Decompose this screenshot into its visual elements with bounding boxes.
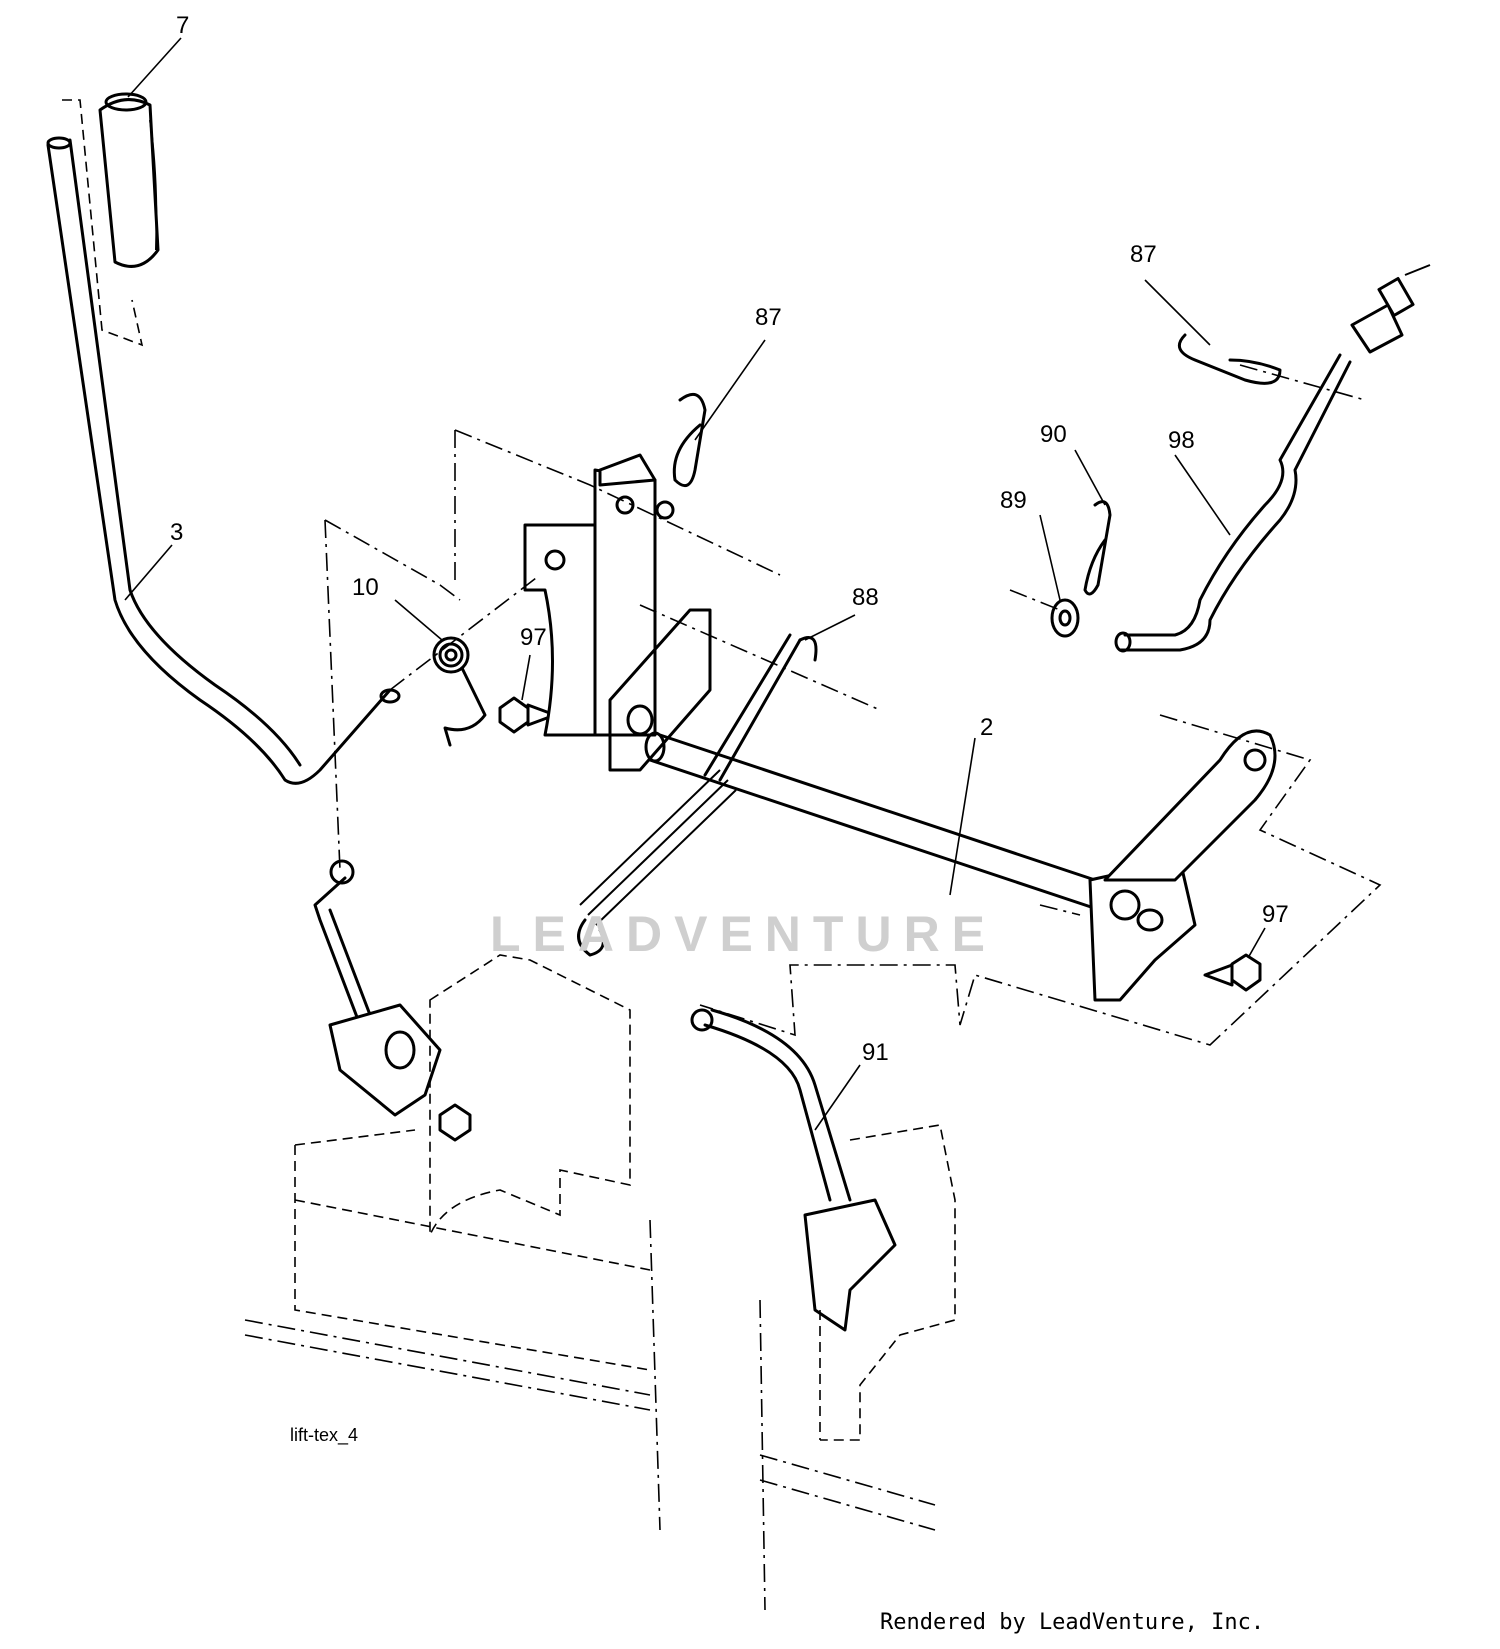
render-credit: Rendered by LeadVenture, Inc. — [880, 1610, 1265, 1635]
callout-89: 89 — [1000, 487, 1027, 514]
callout-87-center: 87 — [755, 304, 782, 331]
callout-87-right: 87 — [1130, 241, 1157, 268]
drawing-id: lift-tex_4 — [290, 1425, 359, 1445]
hairpin-clip-small[interactable] — [1083, 500, 1112, 596]
mounting-bracket — [523, 453, 712, 772]
callout-3: 3 — [170, 519, 183, 546]
callout-97-right: 97 — [1262, 901, 1289, 928]
assembly-lines — [324, 364, 1382, 1046]
lift-link-right[interactable] — [690, 1008, 897, 1332]
hex-bolt-left[interactable] — [498, 696, 557, 734]
callout-2: 2 — [980, 714, 993, 741]
watermark-text: LEADVENTURE — [490, 906, 998, 962]
callout-91: 91 — [862, 1039, 889, 1066]
callout-10: 10 — [352, 574, 379, 601]
callout-labels: 7 3 10 97 87 88 2 87 90 89 98 97 91 — [170, 12, 1289, 1066]
callout-leaders — [124, 37, 1266, 1131]
lift-handle-lever[interactable] — [46, 136, 401, 785]
lift-link-left[interactable] — [313, 859, 472, 1142]
phantom-outlines — [244, 954, 956, 1611]
hairpin-clip-center[interactable] — [672, 392, 707, 488]
spring-coils — [577, 769, 737, 957]
torsion-spring[interactable] — [432, 636, 487, 747]
hex-bolt-right[interactable] — [1203, 953, 1262, 992]
deck-adjustment-rod[interactable] — [1114, 264, 1431, 653]
callout-7: 7 — [176, 12, 189, 39]
handle-grip[interactable] — [62, 92, 160, 347]
callout-88: 88 — [852, 584, 879, 611]
callout-97-left: 97 — [520, 624, 547, 651]
extension-spring[interactable] — [577, 633, 818, 957]
callout-90: 90 — [1040, 421, 1067, 448]
flat-washer[interactable] — [1050, 598, 1080, 638]
hairpin-clip-right[interactable] — [1177, 333, 1282, 385]
callout-98: 98 — [1168, 427, 1195, 454]
lift-arm-bracket-right — [1088, 729, 1277, 1002]
lift-shaft[interactable] — [644, 731, 1112, 912]
